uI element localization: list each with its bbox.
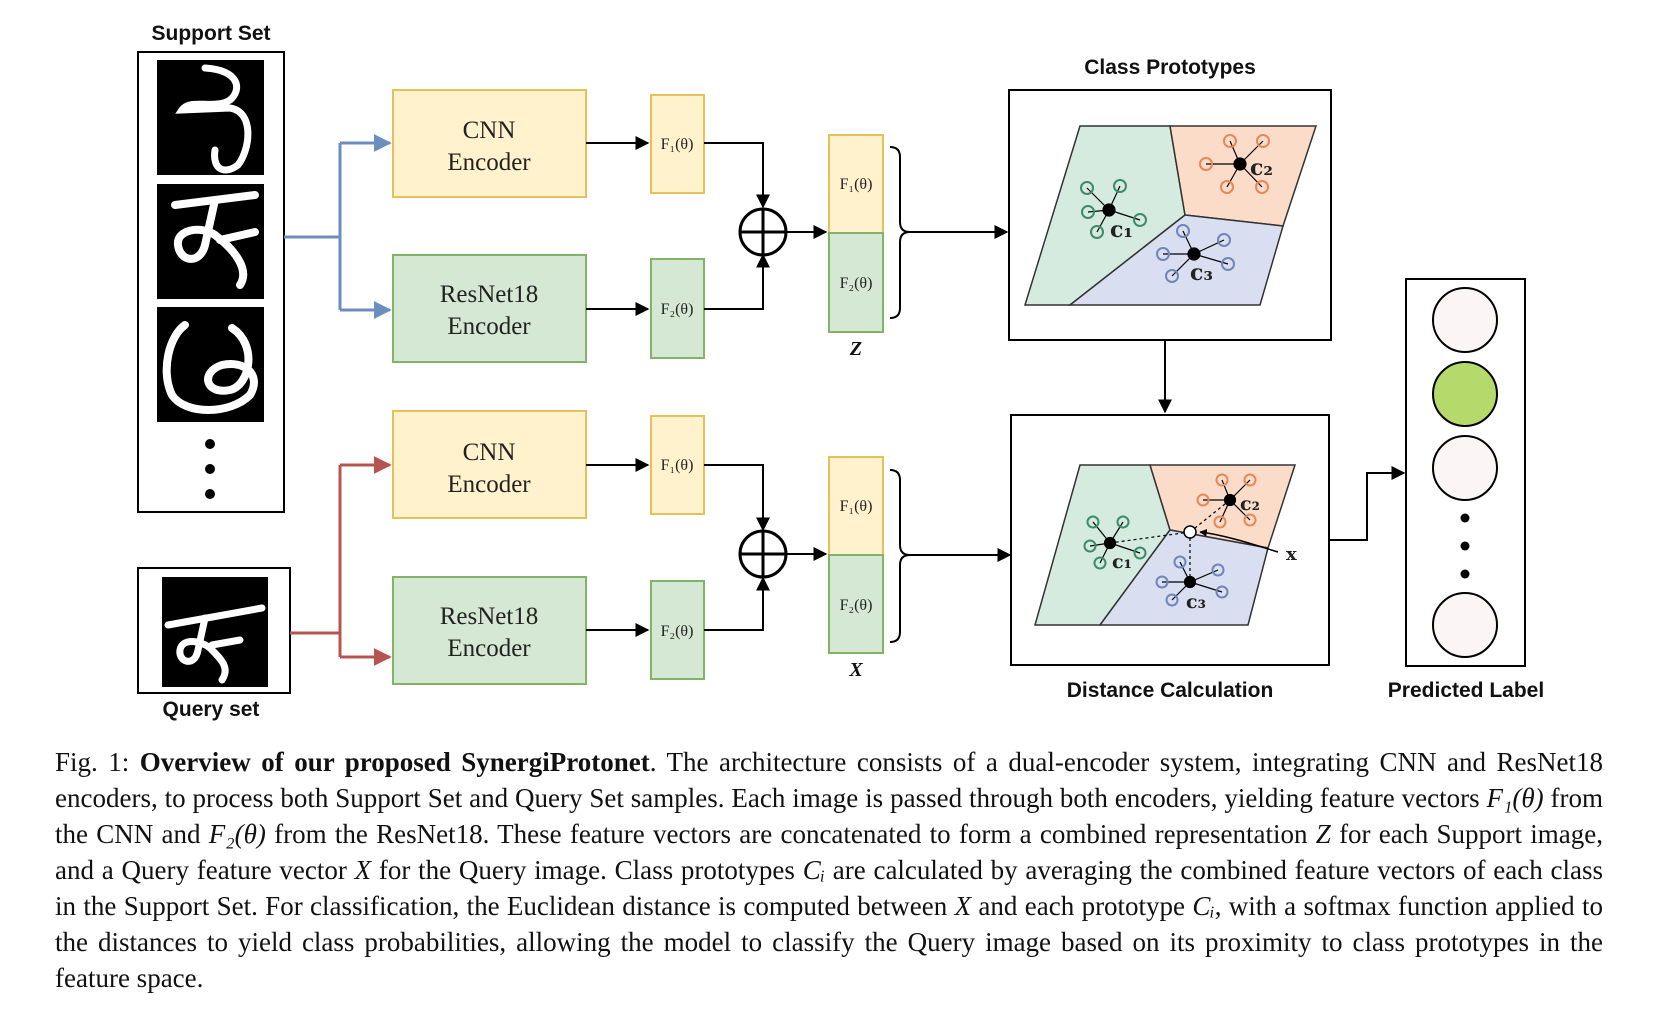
c3-label: c₃: [1190, 260, 1213, 286]
query-point: [1183, 525, 1279, 553]
distance-calculation-label: Distance Calculation: [1067, 679, 1274, 702]
cluster-c3: [1156, 224, 1235, 283]
query-image: [162, 577, 268, 687]
c2-label: c₂: [1250, 155, 1273, 181]
query-set-label: Query set: [163, 698, 260, 721]
x-label: X: [848, 659, 863, 681]
distance-to-prediction-arrow: [1329, 466, 1406, 541]
class-prototypes-label: Class Prototypes: [1084, 56, 1256, 79]
svg-text:ResNet18: ResNet18: [440, 603, 539, 630]
cluster-c1: [1080, 179, 1147, 239]
svg-text:Encoder: Encoder: [447, 635, 531, 662]
class-circle-3: [1432, 435, 1498, 501]
support-f2-box: F₂(θ): [650, 258, 705, 359]
svg-text:ResNet18: ResNet18: [440, 281, 539, 308]
architecture-diagram: Support Set Query set CNN Encoder: [137, 22, 1544, 721]
dist-cluster-c3: [1155, 555, 1229, 607]
support-image-1: [157, 60, 264, 175]
class-circle-last: [1432, 592, 1498, 658]
query-f2-box: F₂(θ): [650, 580, 705, 680]
svg-text:CNN: CNN: [463, 117, 516, 144]
query-f1-box: F₁(θ): [650, 415, 705, 515]
dist-cluster-c1: [1083, 515, 1147, 570]
support-f1-box: F₁(θ): [650, 94, 705, 194]
ellipsis-dots: [205, 439, 215, 499]
query-resnet-encoder: ResNet18 Encoder: [392, 576, 587, 685]
caption-title: Overview of our proposed SynergiProtonet: [139, 747, 650, 777]
predicted-label-column: [1405, 278, 1526, 667]
svg-text:F₁(θ): F₁(θ): [840, 176, 873, 193]
x-vector: F₁(θ) F₂(θ): [828, 456, 884, 654]
svg-text:F₁(θ): F₁(θ): [840, 498, 873, 515]
support-set-label: Support Set: [152, 22, 271, 45]
dist-c2-label: c₂: [1240, 493, 1260, 515]
svg-text:F₂(θ): F₂(θ): [840, 597, 873, 614]
support-image-2: [157, 184, 264, 299]
class-prototypes-panel: c₁ c₂ c₃: [1008, 89, 1332, 341]
svg-text:F₂(θ): F₂(θ): [661, 301, 694, 318]
caption-fig-num: Fig. 1:: [55, 747, 130, 777]
z-vector: F₁(θ) F₂(θ): [828, 134, 884, 333]
distance-lines: [1109, 499, 1231, 582]
query-cnn-encoder: CNN Encoder: [392, 410, 587, 519]
z-brace-arrow: [889, 146, 1009, 319]
support-branch-arrows: [284, 134, 392, 319]
z-label: Z: [849, 338, 862, 360]
dist-c3-label: c₃: [1186, 591, 1206, 613]
support-concat-icon: [738, 207, 788, 257]
figure-caption: Fig. 1: Overview of our proposed Synergi…: [55, 747, 1604, 993]
svg-text:Encoder: Encoder: [447, 313, 531, 340]
support-image-3: [157, 307, 264, 422]
x-brace-arrow: [889, 469, 1012, 643]
support-resnet-encoder: ResNet18 Encoder: [392, 254, 587, 363]
query-concat-icon: [738, 529, 788, 579]
cluster-c2: [1199, 134, 1270, 194]
support-concat-lines: [704, 142, 828, 310]
class-circle-predicted: [1432, 361, 1498, 427]
svg-text:F₁(θ): F₁(θ): [661, 136, 694, 153]
predicted-label-label: Predicted Label: [1388, 679, 1544, 702]
svg-text:CNN: CNN: [463, 439, 516, 466]
dist-c1-label: c₁: [1112, 551, 1132, 573]
query-point-label: x: [1286, 544, 1297, 565]
class-circle-1: [1432, 287, 1498, 353]
svg-text:Encoder: Encoder: [447, 471, 531, 498]
c1-label: c₁: [1110, 217, 1133, 243]
distance-calculation-panel: c₁ c₂ c₃ x: [1010, 414, 1330, 666]
query-branch-arrows: [290, 456, 392, 666]
support-cnn-encoder: CNN Encoder: [392, 89, 587, 198]
encoder-output-arrows: [586, 136, 650, 637]
svg-text:Encoder: Encoder: [447, 149, 531, 176]
svg-text:F₂(θ): F₂(θ): [661, 623, 694, 640]
svg-text:F₁(θ): F₁(θ): [661, 457, 694, 474]
svg-text:F₂(θ): F₂(θ): [840, 275, 873, 292]
query-concat-lines: [704, 464, 828, 631]
dist-cluster-c2: [1196, 473, 1257, 529]
